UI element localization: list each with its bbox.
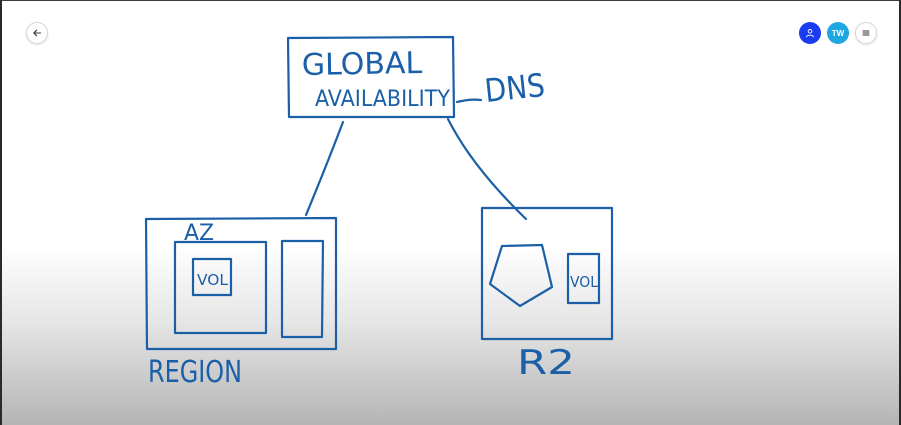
dns-connector-line bbox=[455, 98, 483, 104]
instance-pentagon bbox=[488, 243, 554, 308]
region-label: REGION bbox=[148, 355, 242, 390]
second-az-box bbox=[280, 239, 325, 339]
user-button[interactable] bbox=[799, 22, 821, 44]
region-2-label: R2 bbox=[517, 343, 575, 383]
person-icon bbox=[806, 29, 814, 38]
volume-label: VOL bbox=[197, 271, 229, 289]
global-label-line2: AVAILABILITY bbox=[315, 87, 451, 112]
volume-box-r2 bbox=[566, 252, 601, 305]
menu-button[interactable] bbox=[855, 22, 877, 44]
global-availability-box bbox=[286, 35, 456, 119]
dns-label: DNS bbox=[483, 66, 547, 110]
availability-zone-box bbox=[173, 240, 268, 335]
avatar[interactable]: TW bbox=[827, 22, 849, 44]
connector-to-region bbox=[304, 120, 345, 217]
global-label-line1: GLOBAL bbox=[302, 46, 423, 83]
arrow-left-icon bbox=[33, 29, 42, 37]
hamburger-menu-icon bbox=[862, 30, 870, 36]
connector-to-r2 bbox=[446, 117, 528, 221]
region-2-box bbox=[480, 206, 614, 341]
back-button[interactable] bbox=[26, 22, 48, 44]
region-box bbox=[144, 216, 338, 351]
volume-box bbox=[191, 257, 233, 297]
avatar-initials: TW bbox=[831, 28, 845, 38]
volume-label-r2: VOL bbox=[570, 273, 599, 291]
